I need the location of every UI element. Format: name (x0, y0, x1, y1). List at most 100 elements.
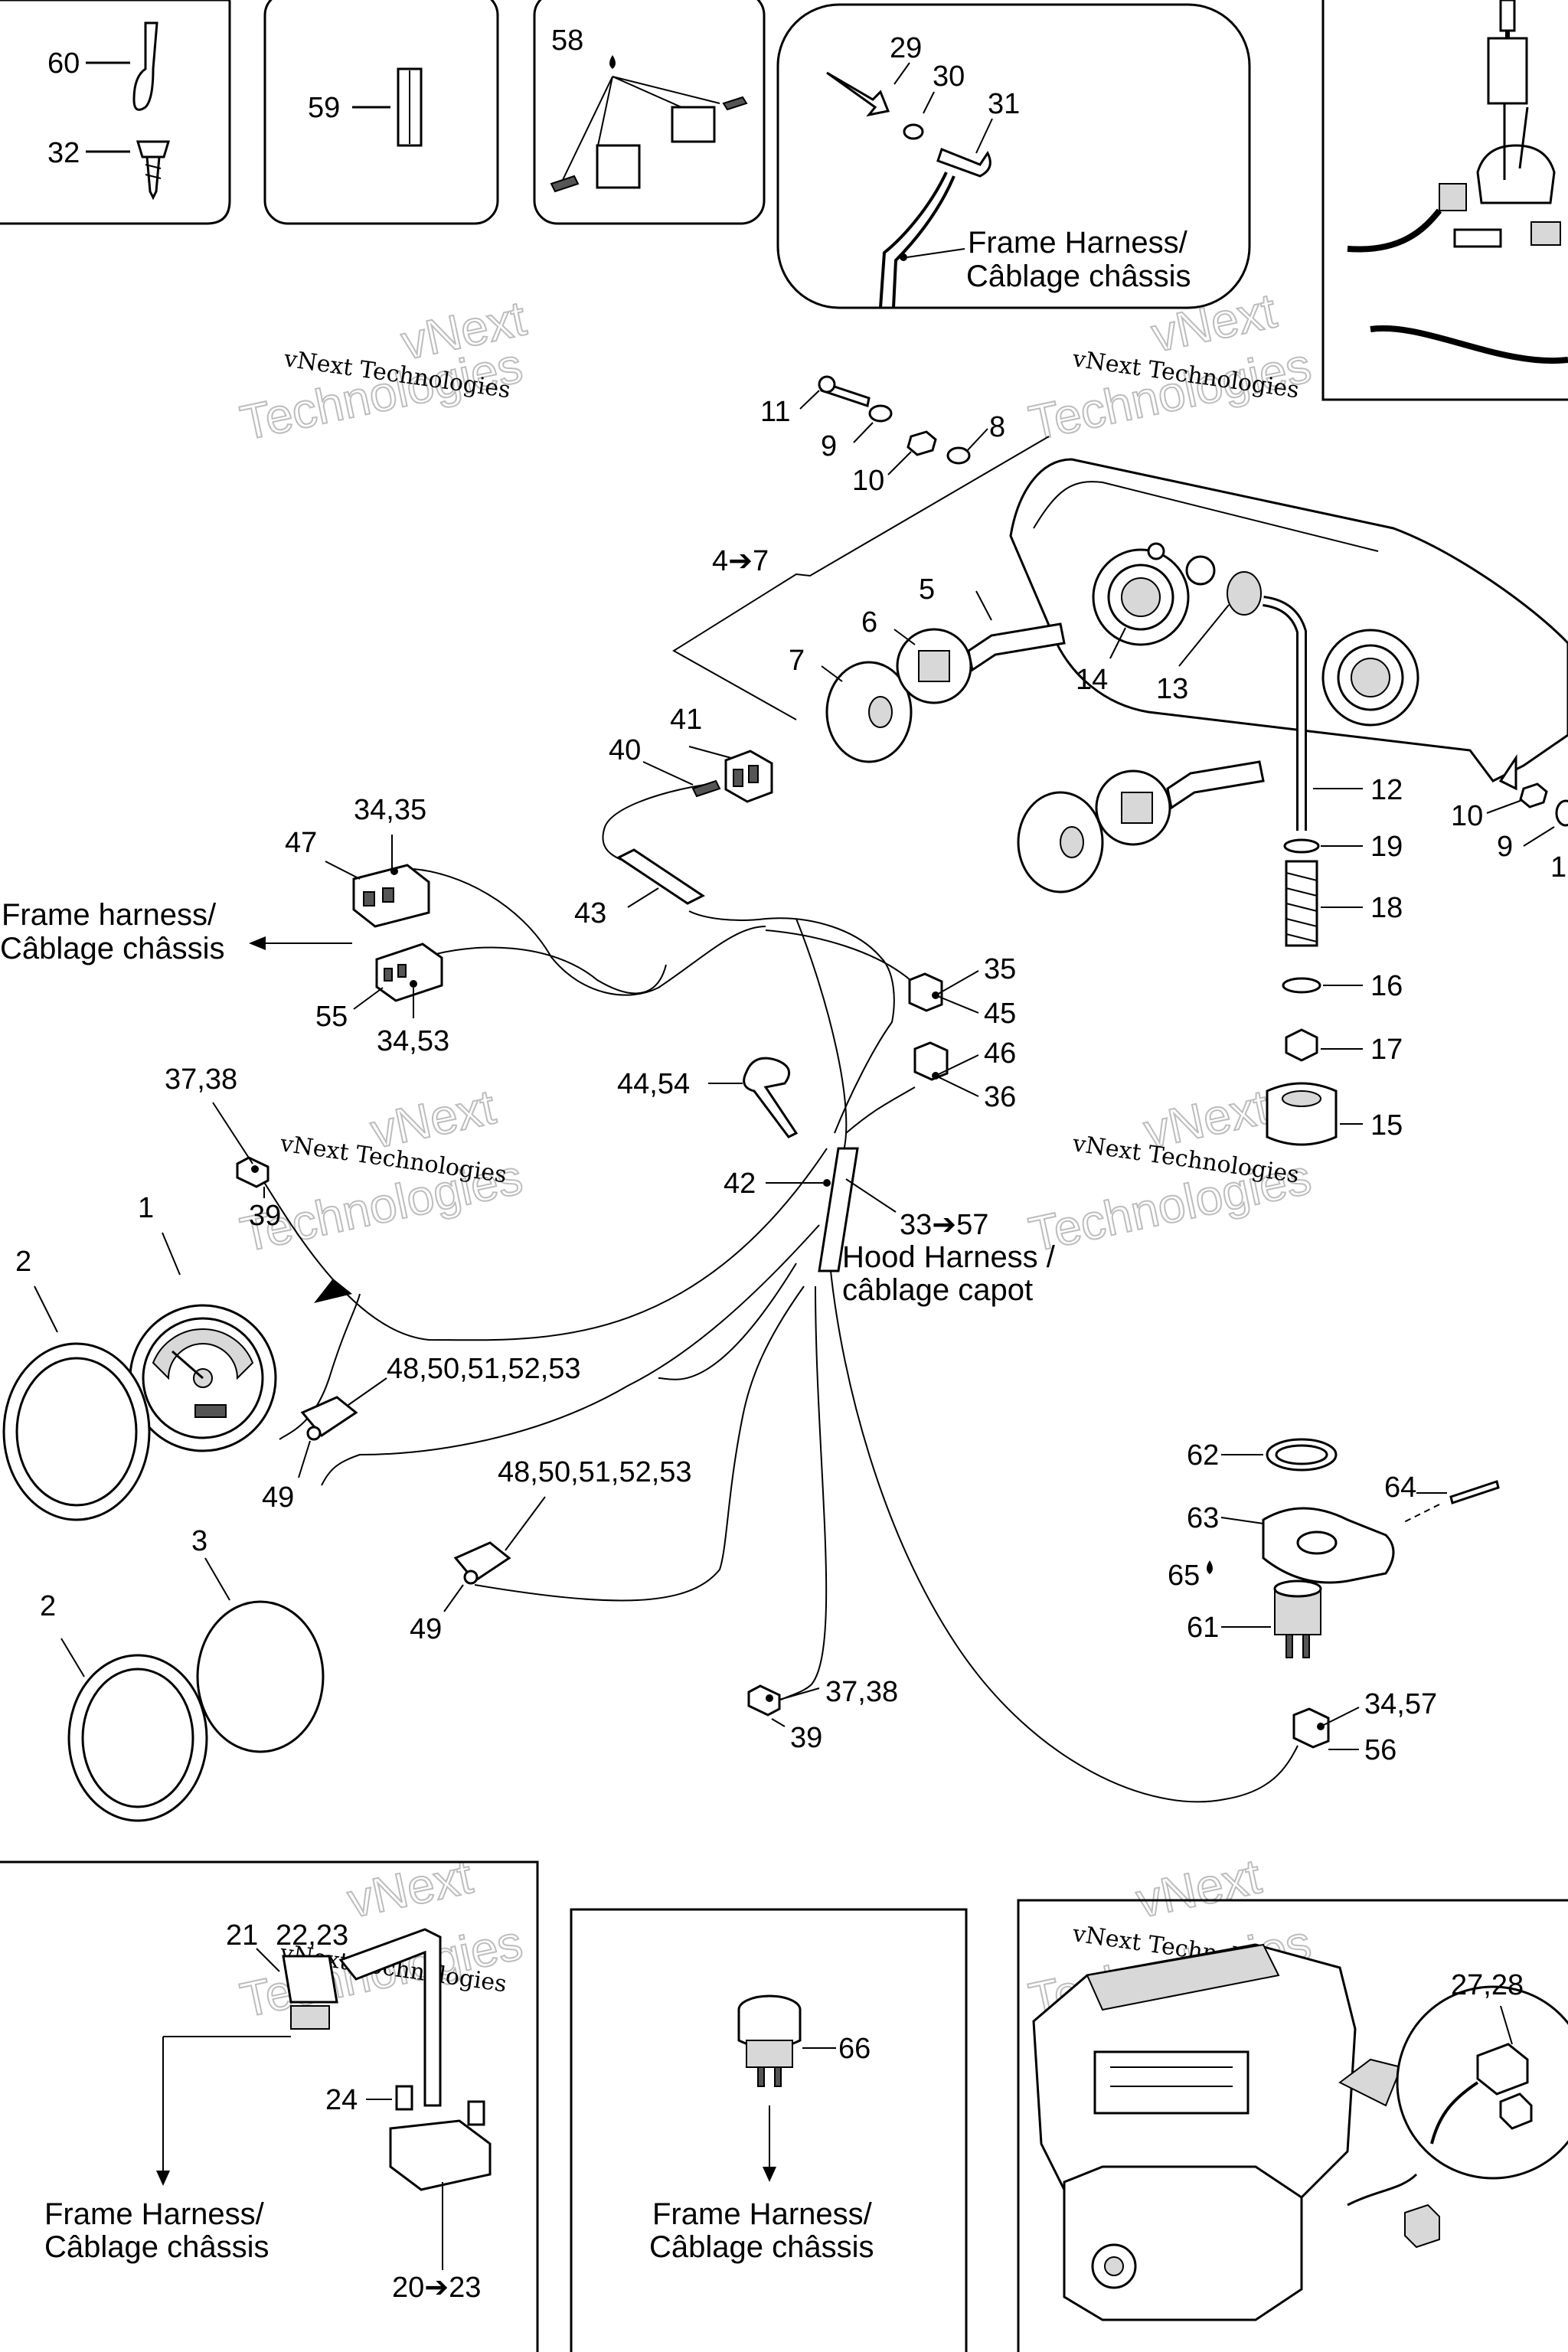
frame-harness-note-l1: Frame Harness/ (968, 226, 1188, 260)
callout-39-lower: 39 (790, 1722, 822, 1754)
callout-58: 58 (551, 24, 583, 57)
inset-box-59: 59 (263, 0, 499, 225)
callout-37-38: 37,38 (165, 1063, 237, 1096)
main-harness-wires (252, 784, 1298, 1803)
callout-11: 11 (760, 396, 790, 428)
frame-harness-bm-l2: Câblage châssis (649, 2230, 874, 2264)
callout-10-right: 10 (1451, 800, 1483, 832)
connector-21-icon (282, 1955, 338, 2004)
callout-19: 19 (1370, 831, 1403, 863)
connector-46-36: 46 36 (913, 1037, 1016, 1113)
callout-1-edge: 1 (1550, 851, 1566, 884)
callout-21: 21 (226, 1919, 258, 1952)
bezel-ring-lower: 2 (40, 1590, 208, 1822)
washer-icon (1555, 799, 1568, 827)
headlight-fasteners: 11 9 10 8 (760, 375, 1005, 497)
callout-6: 6 (861, 606, 877, 639)
callout-66: 66 (838, 2033, 871, 2065)
inset-box-29-31: 29 30 31 Frame Harness/ Câblage châssis (776, 3, 1251, 309)
pin-icon (1449, 1480, 1500, 1504)
washer-icon (1283, 838, 1320, 854)
inset-box-engine: 27,28 (1017, 1899, 1568, 2352)
sleeve-43: 43 (574, 848, 705, 929)
callout-46: 46 (984, 1037, 1016, 1070)
callout-41: 41 (670, 704, 702, 736)
connector-55: 55 34,53 (315, 942, 449, 1057)
callout-16: 16 (1370, 970, 1403, 1002)
spring-icon (1285, 860, 1318, 947)
hood-harness-note: 33➔57 Hood Harness / câblage capot (842, 1178, 1056, 1307)
frame-harness-cable (879, 172, 948, 309)
grease-drop-icon (1207, 1560, 1213, 1574)
callout-20-23: 20➔23 (392, 2272, 481, 2304)
callout-34-57: 34,57 (1364, 1688, 1437, 1720)
callout-24: 24 (325, 2084, 358, 2116)
callout-48-53-upper: 48,50,51,52,53 (387, 1353, 581, 1385)
callout-3: 3 (191, 1525, 207, 1557)
sleeve-42: 42 (724, 1147, 859, 1272)
callout-34-53: 34,53 (377, 1025, 449, 1057)
cable-tie-44-54: 44,54 (617, 1057, 799, 1138)
callout-62: 62 (1187, 1439, 1219, 1472)
callout-35: 35 (984, 953, 1016, 985)
connector-47: 47 34,35 (285, 794, 430, 928)
sensor-body-icon (1487, 37, 1528, 105)
callout-2-lower: 2 (40, 1590, 56, 1622)
callout-27-28: 27,28 (1451, 1969, 1524, 2001)
callout-43: 43 (574, 897, 606, 929)
svg-text:vNext: vNext (1132, 1848, 1266, 1928)
callout-65: 65 (1168, 1560, 1200, 1592)
frame-harness-bl-l2: Câblage châssis (44, 2230, 270, 2264)
callout-32: 32 (47, 137, 80, 169)
hood-harness-l1: Hood Harness / (842, 1240, 1056, 1274)
frame-harness-left-l2: Câblage châssis (0, 932, 225, 965)
washer-icon (868, 404, 893, 423)
terminal-40: 40 (609, 734, 721, 798)
inset-box-58: 58 (533, 0, 766, 225)
callout-49-upper: 49 (262, 1481, 294, 1514)
callout-9-right: 9 (1497, 831, 1513, 863)
callout-49-lower: 49 (410, 1613, 442, 1645)
grease-drop-icon (609, 55, 616, 69)
adjuster-stack: 12 19 18 16 17 15 (1262, 596, 1403, 1146)
callout-47: 47 (285, 827, 317, 859)
halogen-bulb-icon (967, 622, 1066, 672)
connector-35-45: 35 45 (908, 953, 1016, 1030)
callout-15: 15 (1370, 1109, 1403, 1142)
callout-33-57: 33➔57 (900, 1209, 988, 1241)
connector-49-lower: 48,50,51,52,53 49 (410, 1456, 692, 1645)
callout-10: 10 (852, 465, 884, 497)
callout-64: 64 (1384, 1472, 1416, 1504)
frame-harness-left-l1: Frame harness/ (2, 898, 217, 932)
callout-29: 29 (890, 32, 922, 64)
watermark-3: Technologies vNext vNext Technologies (235, 1078, 528, 1263)
callout-56: 56 (1364, 1734, 1396, 1766)
callout-48-53-lower: 48,50,51,52,53 (498, 1456, 692, 1488)
inset-box-top-right (1321, 0, 1568, 401)
svg-text:vNext: vNext (343, 1848, 477, 1928)
callout-42: 42 (724, 1168, 756, 1200)
connector-56: 34,57 56 (1292, 1688, 1437, 1766)
gauge-cover-3: 3 (191, 1525, 325, 1753)
frame-harness-left-note: Frame harness/ Câblage châssis (0, 898, 352, 965)
callout-7: 7 (789, 645, 805, 677)
callout-8: 8 (989, 411, 1005, 443)
rotate-arrow-icon (314, 1279, 352, 1303)
frame-harness-bl-l1: Frame Harness/ (44, 2197, 265, 2231)
nut-icon (1285, 1028, 1318, 1062)
connector-icon (1439, 183, 1467, 211)
callout-4-7: 4➔7 (712, 545, 769, 577)
terminal-icon (550, 175, 580, 193)
arrow-left-icon (249, 936, 266, 950)
assembly-bracket-4-7: 4➔7 (672, 436, 1050, 720)
pigtail-wires (338, 1928, 442, 2107)
terminal-icon (722, 96, 748, 111)
bezel-ring-upper: 2 (2, 1246, 151, 1521)
headlight-bulb-set-lower (1017, 760, 1265, 893)
callout-37-38-lower: 37,38 (825, 1676, 898, 1708)
headlight-bulb-set-upper: 5 6 7 (789, 573, 1066, 763)
halogen-bulb-icon (1166, 760, 1265, 810)
nut-icon (1519, 782, 1548, 808)
callout-55: 55 (315, 1001, 348, 1033)
